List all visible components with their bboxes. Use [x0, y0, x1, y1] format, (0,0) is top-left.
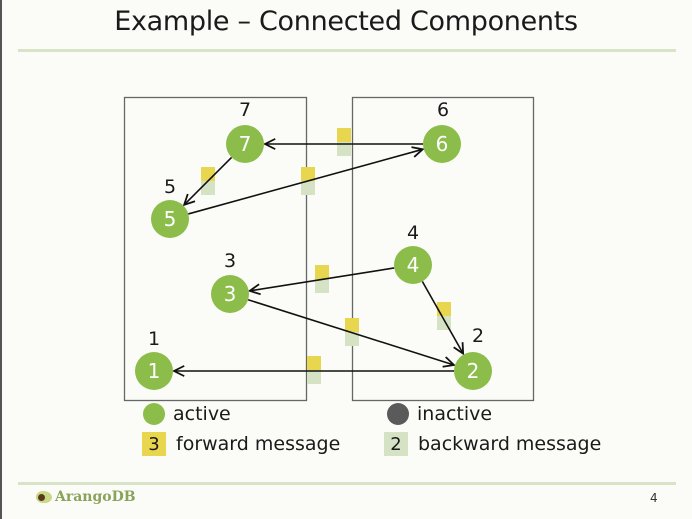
- node-component-value: 2: [472, 325, 484, 347]
- node-circle: [394, 246, 432, 284]
- partition-left: [123, 96, 308, 402]
- node-component-value: 6: [437, 99, 449, 121]
- node-id-label: 3: [224, 282, 237, 306]
- node-circle: [226, 125, 264, 163]
- avocado-logo-icon: [36, 491, 52, 503]
- node-2: 22: [454, 325, 492, 390]
- node-id-label: 1: [148, 359, 161, 383]
- backward-message-4: [345, 332, 359, 346]
- node-1: 11: [135, 328, 173, 390]
- node-circle: [135, 352, 173, 390]
- footer-divider: [18, 482, 676, 485]
- forward-message-2: [301, 167, 315, 181]
- legend-backward-label: backward message: [418, 433, 602, 455]
- node-component-value: 3: [224, 250, 236, 272]
- backward-message-icon: 2: [384, 432, 408, 456]
- node-circle: [211, 275, 249, 313]
- node-4: 44: [394, 222, 432, 284]
- node-id-label: 7: [239, 132, 252, 156]
- node-circle: [454, 352, 492, 390]
- arangodb-logo: ArangoDB: [36, 489, 136, 505]
- edge-3-to-2: [247, 298, 454, 365]
- partition-right: [351, 96, 535, 402]
- edge-5-to-6: [188, 149, 422, 215]
- forward-message-3: [315, 265, 329, 279]
- legend-backward: 2 backward message: [384, 432, 601, 456]
- edge-7-to-5: [184, 156, 233, 204]
- node-id-label: 5: [164, 207, 177, 231]
- legend-active: active: [143, 403, 231, 425]
- backward-message-3: [315, 279, 329, 293]
- node-component-value: 1: [148, 328, 160, 350]
- forward-message-6: [307, 356, 321, 370]
- forward-message-icon: 3: [142, 432, 166, 456]
- node-component-value: 5: [164, 176, 176, 198]
- legend-forward: 3 forward message: [142, 432, 340, 456]
- node-circle: [151, 200, 189, 238]
- legend-forward-label: forward message: [176, 433, 341, 455]
- legend-inactive-label: inactive: [417, 403, 493, 425]
- node-3: 33: [211, 250, 249, 313]
- active-node-icon: [143, 403, 165, 425]
- node-component-value: 4: [407, 222, 419, 244]
- edge-4-to-2: [421, 281, 463, 354]
- node-5: 55: [151, 176, 189, 238]
- node-id-label: 6: [436, 132, 449, 156]
- slide-frame-edge: [0, 0, 2, 519]
- slide-title: Example – Connected Components: [114, 6, 578, 37]
- backward-message-2: [301, 181, 315, 195]
- node-6: 66: [423, 99, 461, 163]
- logo-text: ArangoDB: [55, 489, 136, 505]
- inactive-node-icon: [387, 403, 409, 425]
- forward-message-5: [437, 302, 451, 316]
- forward-message-1: [201, 167, 215, 181]
- backward-message-0: [337, 142, 351, 156]
- backward-message-1: [201, 181, 215, 195]
- backward-message-6: [307, 370, 321, 384]
- node-id-label: 2: [467, 359, 480, 383]
- title-divider: [18, 49, 676, 52]
- forward-message-4: [345, 318, 359, 332]
- legend-inactive: inactive: [387, 403, 492, 425]
- node-7: 77: [226, 99, 264, 163]
- node-component-value: 7: [239, 99, 251, 121]
- edge-4-to-3: [250, 267, 395, 291]
- legend-active-label: active: [173, 403, 231, 425]
- node-id-label: 4: [407, 253, 420, 277]
- forward-message-0: [337, 128, 351, 142]
- page-number: 4: [650, 491, 658, 505]
- node-circle: [423, 125, 461, 163]
